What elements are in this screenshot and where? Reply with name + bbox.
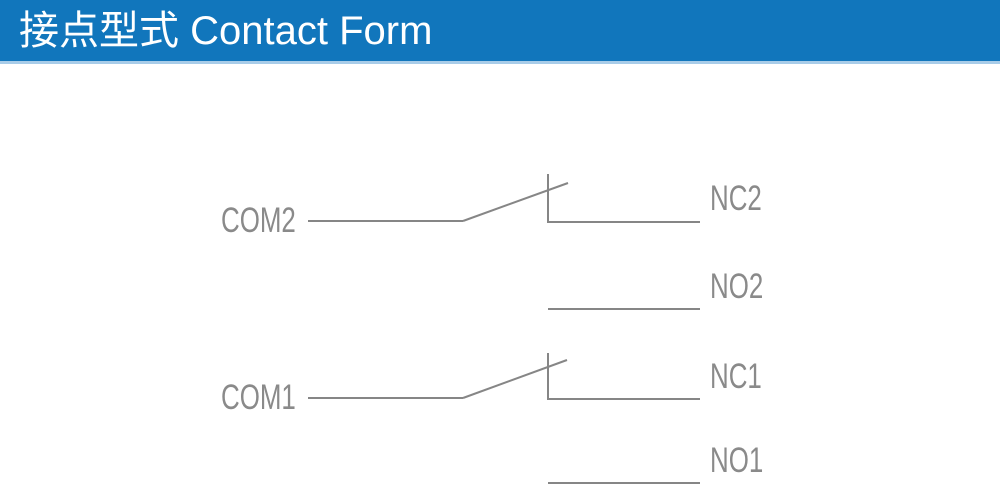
com1-lever-line bbox=[462, 359, 568, 399]
nc1-terminal-label: NC1 bbox=[710, 357, 762, 396]
com1-terminal-label: COM1 bbox=[221, 378, 296, 417]
com2-terminal-label: COM2 bbox=[221, 201, 296, 240]
nc1-contact-line bbox=[547, 353, 700, 400]
section-title: 接点型式 Contact Form bbox=[19, 8, 433, 53]
nc2-terminal-label: NC2 bbox=[710, 179, 762, 218]
no2-terminal-label: NO2 bbox=[710, 267, 764, 306]
com2-lever-line bbox=[462, 182, 569, 222]
section-header: 接点型式 Contact Form bbox=[0, 0, 1000, 64]
nc2-contact-line bbox=[547, 174, 700, 223]
no1-terminal-label: NO1 bbox=[710, 441, 764, 480]
